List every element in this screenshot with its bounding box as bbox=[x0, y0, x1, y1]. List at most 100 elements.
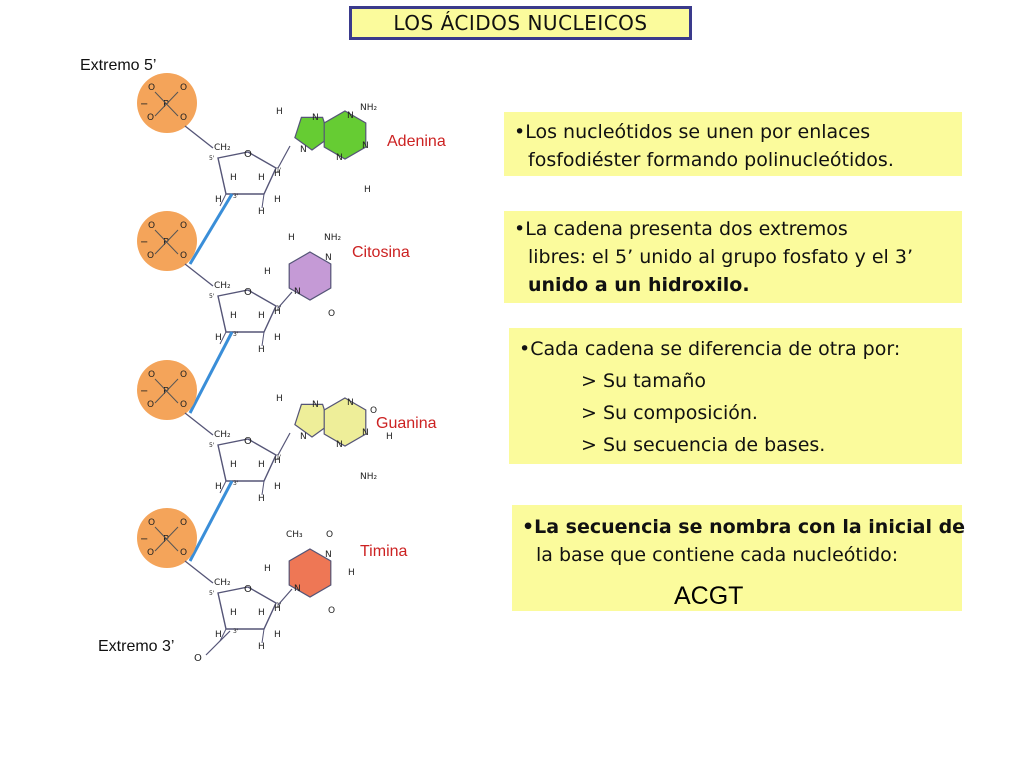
phosphate-o: O bbox=[147, 113, 154, 123]
nucleotide-units: POOOO−OCH₂5'3'1'HHHHHHNNNNNHNH₂HAdeninaP… bbox=[137, 73, 446, 664]
sugar-bond bbox=[261, 193, 265, 209]
sugar-h: H bbox=[215, 195, 222, 205]
glycosidic-bond bbox=[277, 432, 291, 456]
sugar-h: H bbox=[274, 630, 281, 640]
carbon-3: 3' bbox=[233, 193, 239, 200]
sugar-h: H bbox=[215, 630, 222, 640]
phosphate-bond bbox=[154, 526, 179, 552]
phosphate-minus: − bbox=[140, 386, 148, 397]
base-label-timina: Timina bbox=[360, 543, 408, 560]
carbon-3: 3' bbox=[233, 480, 239, 487]
sugar-h: H bbox=[215, 482, 222, 492]
end-labels: Extremo 5’ Extremo 3’ bbox=[80, 57, 174, 655]
base-h: H bbox=[276, 107, 283, 117]
base-label-citosina: Citosina bbox=[352, 244, 410, 261]
label-extremo-5: Extremo 5’ bbox=[80, 57, 156, 74]
terminal-3-bond bbox=[205, 630, 231, 656]
phosphate-minus: − bbox=[140, 534, 148, 545]
base-n: N bbox=[294, 287, 301, 297]
phosphate-o: O bbox=[180, 83, 187, 93]
phosphate-o: O bbox=[180, 548, 187, 558]
phosphate-ch2-bond bbox=[184, 125, 214, 149]
phosphate-o: O bbox=[148, 370, 155, 380]
box3-line2: > Su tamaño bbox=[581, 370, 707, 392]
carbon-5: 5' bbox=[209, 442, 215, 449]
sugar-bond bbox=[261, 480, 265, 496]
carbon-1: 1' bbox=[276, 167, 282, 174]
sugar-h: H bbox=[274, 604, 281, 614]
sugar-bond bbox=[261, 628, 265, 644]
base-hexagon bbox=[288, 548, 332, 598]
sugar-oxygen: O bbox=[244, 149, 252, 160]
sugar-bond bbox=[219, 331, 227, 345]
phosphate-o: O bbox=[147, 251, 154, 261]
carbon-1: 1' bbox=[276, 454, 282, 461]
base-label-adenina: Adenina bbox=[387, 133, 446, 150]
phosphodiester-bond bbox=[188, 193, 234, 265]
base-n: N bbox=[312, 400, 319, 410]
phosphate-o: O bbox=[148, 518, 155, 528]
carbon-1: 1' bbox=[276, 602, 282, 609]
base-n: N bbox=[300, 432, 307, 442]
carbon-1: 1' bbox=[276, 305, 282, 312]
phosphate-bond bbox=[154, 378, 179, 404]
sugar-h: H bbox=[274, 195, 281, 205]
sugar-h: H bbox=[274, 333, 281, 343]
phosphate-o: O bbox=[148, 83, 155, 93]
sequence-acgt: ACGT bbox=[674, 582, 744, 610]
sugar-h: H bbox=[230, 460, 237, 470]
sugar-h: H bbox=[230, 311, 237, 321]
base-h: H bbox=[348, 568, 355, 578]
base-n: N bbox=[347, 398, 354, 408]
base-nh2: NH₂ bbox=[360, 472, 378, 482]
carbon-3: 3' bbox=[233, 628, 239, 635]
base-ch3: CH₃ bbox=[286, 530, 303, 540]
sugar-ch2: CH₂ bbox=[214, 143, 231, 153]
base-hexagon bbox=[323, 397, 367, 447]
phosphate-ch2-bond bbox=[184, 412, 214, 436]
sugar-ch2: CH₂ bbox=[214, 578, 231, 588]
carbon-5: 5' bbox=[209, 293, 215, 300]
phosphodiester-bond bbox=[188, 331, 234, 414]
box1-line2: fosfodiéster formando polinucleótidos. bbox=[528, 149, 894, 171]
base-n: N bbox=[347, 111, 354, 121]
box4-line2: la base que contiene cada nucleótido: bbox=[536, 544, 899, 566]
phosphate-o: O bbox=[180, 113, 187, 123]
base-n: N bbox=[362, 428, 369, 438]
base-nh2: NH₂ bbox=[360, 103, 378, 113]
phosphate-o: O bbox=[180, 400, 187, 410]
sugar-oxygen: O bbox=[244, 436, 252, 447]
sugar-ring bbox=[217, 151, 277, 195]
base-n: N bbox=[336, 440, 343, 450]
info-box-bonds: •Los nucleótidos se unen por enlaces fos… bbox=[504, 112, 962, 176]
box4-line1: •La secuencia se nombra con la inicial d… bbox=[522, 516, 966, 538]
carbon-5: 5' bbox=[209, 155, 215, 162]
base-n: N bbox=[325, 253, 332, 263]
base-nh2: NH₂ bbox=[324, 233, 342, 243]
phosphate-minus: − bbox=[140, 237, 148, 248]
phosphate-ch2-bond bbox=[184, 560, 214, 584]
carbon-3: 3' bbox=[233, 331, 239, 338]
box2-line3: unido a un hidroxilo. bbox=[528, 274, 750, 296]
base-label-guanina: Guanina bbox=[376, 415, 437, 432]
phosphate-o: O bbox=[147, 548, 154, 558]
box2-line1: •La cadena presenta dos extremos bbox=[514, 218, 848, 240]
sugar-ring bbox=[217, 586, 277, 630]
sugar-h: H bbox=[258, 311, 265, 321]
sugar-h: H bbox=[230, 608, 237, 618]
info-box-sequence: •La secuencia se nombra con la inicial d… bbox=[512, 505, 966, 611]
box3-line3: > Su composición. bbox=[581, 402, 758, 424]
base-o: O bbox=[328, 606, 335, 616]
base-n: N bbox=[336, 153, 343, 163]
phosphodiester-bond bbox=[188, 480, 234, 562]
sugar-h: H bbox=[274, 482, 281, 492]
sugar-ring bbox=[217, 289, 277, 333]
phosphate-bond bbox=[154, 91, 179, 117]
sugar-h: H bbox=[215, 333, 222, 343]
base-h: H bbox=[288, 233, 295, 243]
